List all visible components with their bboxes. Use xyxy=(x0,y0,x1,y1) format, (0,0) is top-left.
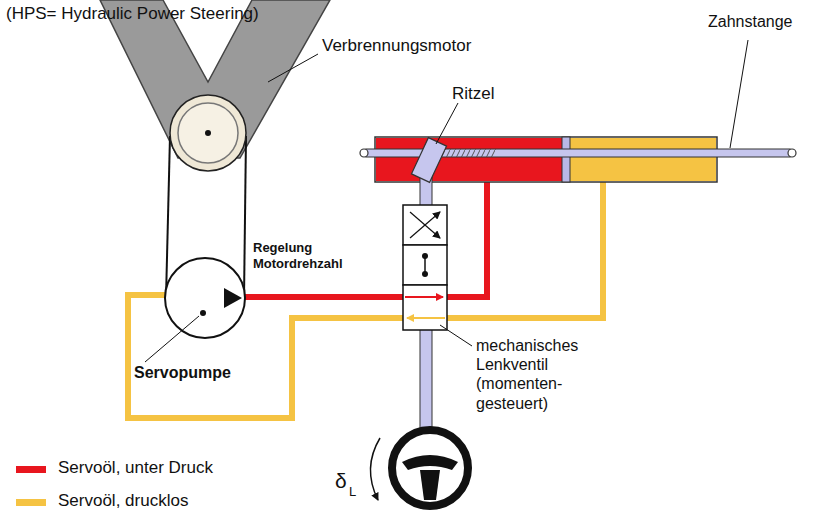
valve-arrow xyxy=(410,212,440,238)
servo-pump xyxy=(165,258,245,338)
legend-swatch xyxy=(16,499,46,506)
valve-arrow xyxy=(405,296,443,298)
part-label: Zahnstange xyxy=(708,12,793,31)
valve-symbol xyxy=(422,271,428,277)
belt xyxy=(244,136,246,298)
leader-line xyxy=(440,325,472,346)
belt xyxy=(166,136,170,298)
steering-wheel xyxy=(420,470,440,500)
valve-arrow xyxy=(410,212,440,238)
steering-wheel xyxy=(402,455,458,470)
steering-cylinder xyxy=(375,137,717,182)
valve-section xyxy=(403,285,447,330)
part-label: Servopumpe xyxy=(134,363,231,382)
leader-line xyxy=(145,316,199,362)
pulley-hub xyxy=(205,130,211,136)
legend-swatch xyxy=(16,466,46,473)
valve-arrow xyxy=(407,317,445,319)
pump-symbol xyxy=(224,288,242,308)
rotation-arrow xyxy=(370,438,380,500)
angle-symbol: δ xyxy=(335,468,347,493)
steering-wheel xyxy=(392,430,468,506)
piston xyxy=(562,137,570,182)
part-label: Ritzel xyxy=(452,84,495,104)
tie-rod-joint xyxy=(788,149,796,157)
part-label: mechanisches Lenkventil (momenten- geste… xyxy=(476,336,601,413)
valve-section xyxy=(403,205,447,245)
leader-line xyxy=(268,54,318,82)
leader-line xyxy=(436,103,458,144)
rack-teeth xyxy=(440,149,496,157)
control-note: Regelung Motordrehzahl xyxy=(253,240,373,271)
valve-section xyxy=(403,245,447,285)
pinion xyxy=(411,138,446,183)
engine-pulley xyxy=(178,103,238,163)
pressure-chamber xyxy=(376,138,562,181)
return-line xyxy=(447,182,603,318)
diagram-title: (HPS= Hydraulic Power Steering) xyxy=(6,4,259,24)
valve-symbol xyxy=(422,253,428,259)
legend-text: Servoöl, unter Druck xyxy=(58,458,213,478)
engine-pulley xyxy=(170,95,246,171)
tie-rod-joint xyxy=(360,149,368,157)
leader-line xyxy=(730,40,748,148)
pressure-line xyxy=(447,182,487,297)
pressure-line xyxy=(244,294,404,300)
angle-subscript: L xyxy=(349,484,356,500)
legend-text: Servoöl, drucklos xyxy=(58,491,188,511)
return-chamber xyxy=(570,138,716,181)
pump-hub xyxy=(200,310,206,316)
part-label: Verbrennungsmotor xyxy=(322,36,471,56)
